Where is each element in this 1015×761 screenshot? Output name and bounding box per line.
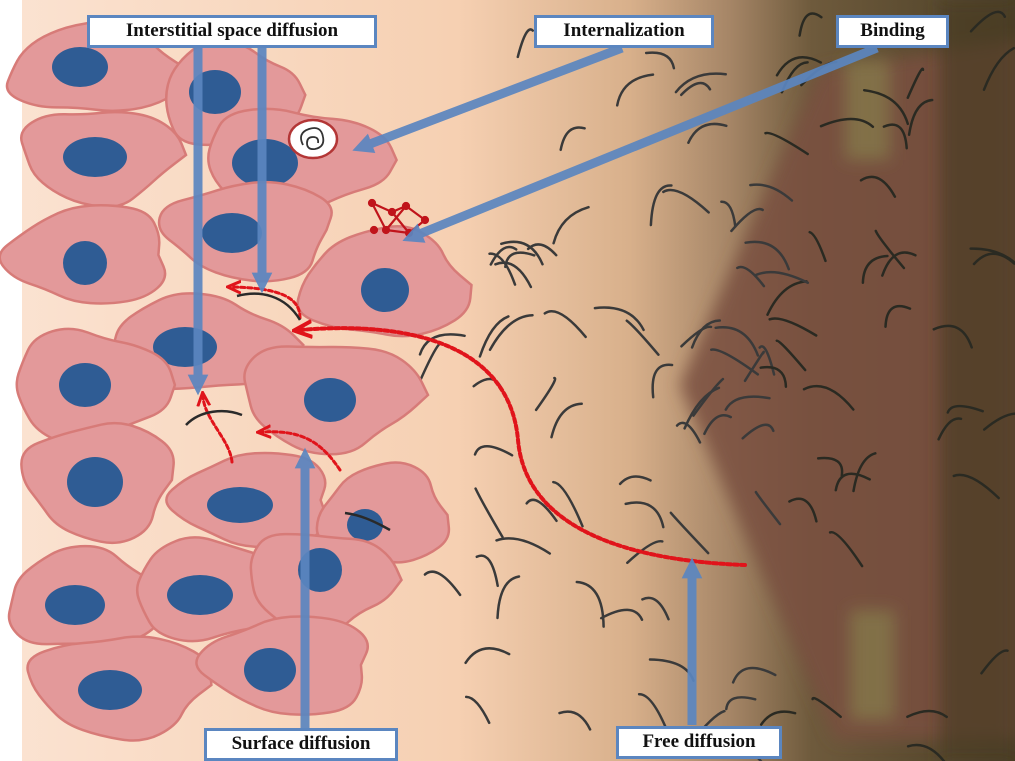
cell-nucleus: [52, 47, 108, 87]
cell-nucleus: [361, 268, 409, 312]
cell-nucleus: [167, 575, 233, 615]
cell-nucleus: [59, 363, 111, 407]
internalized-vesicle: [289, 120, 337, 158]
cell-nucleus: [67, 457, 123, 507]
cell-nucleus: [207, 487, 273, 523]
cell-nucleus: [45, 585, 105, 625]
cell-nucleus: [202, 213, 262, 253]
cell-nucleus: [63, 137, 127, 177]
cell-nucleus: [78, 670, 142, 710]
cell-nucleus: [63, 241, 107, 285]
cell-nucleus: [304, 378, 356, 422]
cell-nucleus: [244, 648, 296, 692]
free-diffusion-label: Free diffusion: [616, 726, 782, 759]
internalization-label: Internalization: [534, 15, 714, 48]
binding-label: Binding: [836, 15, 949, 48]
interstitial-label: Interstitial space diffusion: [87, 15, 377, 48]
surface-label: Surface diffusion: [204, 728, 398, 761]
